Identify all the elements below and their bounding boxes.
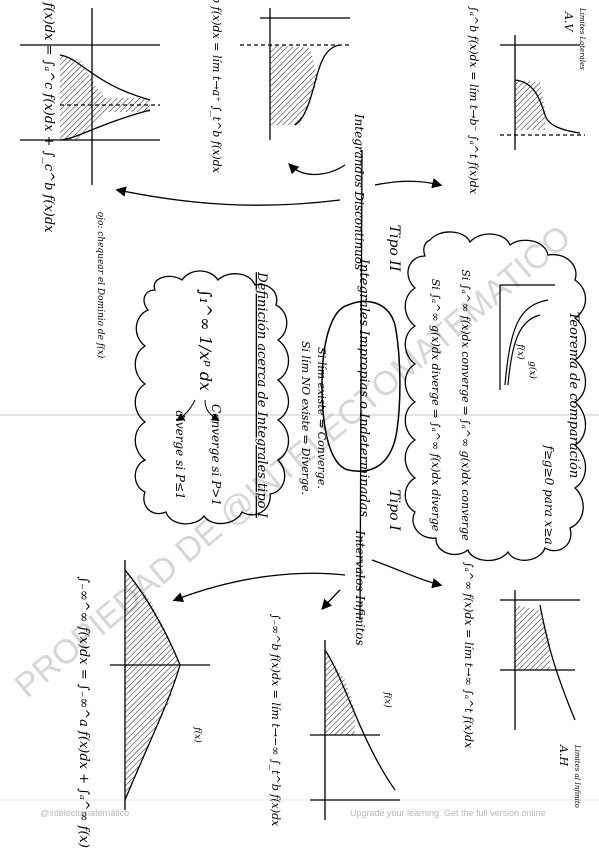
graph-inf-left: ∫₋∞^b f(x)dx = lím t→−∞ ∫_t^b f(x)dx f(x… [269, 614, 400, 828]
center-title: Integrales Impropias o Indeterminadas [356, 258, 371, 518]
intervalos-label: Intervalos Infinitos [353, 529, 367, 645]
footer-handle: @intelectomatemático [40, 808, 130, 818]
formula-inf-right: ∫ₐ^∞ f(x)dx = lím t→∞ ∫ₐ^t f(x)dx [462, 562, 475, 749]
graph-disc-right: ∫ₐ^b f(x)dx = lím t→b⁻ ∫ₐ^t f(x)dx A.V L… [467, 6, 586, 195]
footer-upgrade-link[interactable]: Upgrade your learning. Get the full vers… [350, 808, 546, 818]
formula-disc-interior: ∫ₐ^b f(x)dx = ∫ₐ^c f(x)dx + ∫_c^b f(x)dx [41, 0, 56, 233]
comparison-title: Teorema de comparación [566, 312, 581, 479]
branch-arrows [115, 163, 443, 610]
av-note: Limites Laterales [578, 7, 586, 70]
formula-inf-left: ∫₋∞^b f(x)dx = lím t→−∞ ∫_t^b f(x)dx [269, 614, 282, 828]
inf-both-fx-label: f(x) [192, 726, 203, 743]
inf-left-fx-label: f(x) [382, 691, 393, 708]
ah-note: Limites al Infinito [573, 744, 581, 808]
spine-line [359, 149, 363, 621]
limit-exists: Si lím existe ⇒ Converge. [315, 347, 328, 489]
graph-inf-both: ∫₋∞^∞ f(x)dx = ∫₋∞^a f(x)dx + ∫ₐ^∞ f(x)d… [76, 560, 210, 848]
formula-disc-left: ∫ₐ^b f(x)dx = lím t→a⁺ ∫_t^b f(x)dx [210, 0, 223, 174]
center-bubble: Integrales Impropias o Indeterminadas [321, 258, 401, 518]
comparison-condition: f≥g≥0 para x≥a [542, 444, 556, 544]
comparison-cloud: Teorema de comparación f≥g≥0 para x≥a Si… [404, 231, 587, 562]
svg-text:PROPIEDAD DE @INTELECTOMATEMAT: PROPIEDAD DE @INTELECTOMATEMATICO [8, 218, 578, 705]
av-label: A.V [562, 11, 575, 32]
graph-inf-right: ∫ₐ^∞ f(x)dx = lím t→∞ ∫ₐ^t f(x)dx A.H Li… [462, 562, 581, 808]
comparison-gx-label: g(x) [527, 361, 538, 379]
tipo2-label: Tipo II [386, 225, 402, 272]
limit-not-exists: Si lím NO existe ⇒ Diverge. [299, 341, 312, 495]
formula-inf-both: ∫₋∞^∞ f(x)dx = ∫₋∞^a f(x)dx + ∫ₐ^∞ f(x)d… [76, 576, 91, 848]
definition-diverge: diverge si P≤1 [173, 410, 187, 499]
comparison-graph [499, 284, 555, 390]
definition-title: Definición acerca de Integrales tipo I [254, 271, 269, 518]
definition-converge: Converge si P>1 [209, 404, 223, 506]
comparison-fx-label: f(x) [515, 343, 526, 360]
discontinuos-label: Integrandos Discontinuos [352, 113, 366, 270]
watermark: PROPIEDAD DE @INTELECTOMATEMATICO [8, 218, 578, 705]
tipo1-label: Tipo I [386, 489, 402, 531]
graph-disc-interior: ∫ₐ^b f(x)dx = ∫ₐ^c f(x)dx + ∫_c^b f(x)dx [20, 0, 160, 233]
comparison-line2: Si ∫ₐ^∞ g(x)dx diverge ⇒ ∫ₐ^∞ f(x)dx div… [429, 279, 442, 532]
ojo-note: ojo: chequear el Dominio de f(x) [95, 212, 106, 359]
formula-disc-right: ∫ₐ^b f(x)dx = lím t→b⁻ ∫ₐ^t f(x)dx [467, 6, 480, 195]
comparison-line1: Si ∫ₐ^∞ f(x)dx converge ⇒ ∫ₐ^∞ g(x)dx co… [459, 269, 472, 541]
graph-disc-left: ∫ₐ^b f(x)dx = lím t→a⁺ ∫_t^b f(x)dx [210, 0, 350, 174]
definition-cloud: Definición acerca de Integrales tipo I ∫… [134, 270, 290, 525]
definition-integral: ∫₁^∞ 1/xᵖ dx [196, 289, 215, 391]
ah-label: A.H [557, 744, 570, 766]
